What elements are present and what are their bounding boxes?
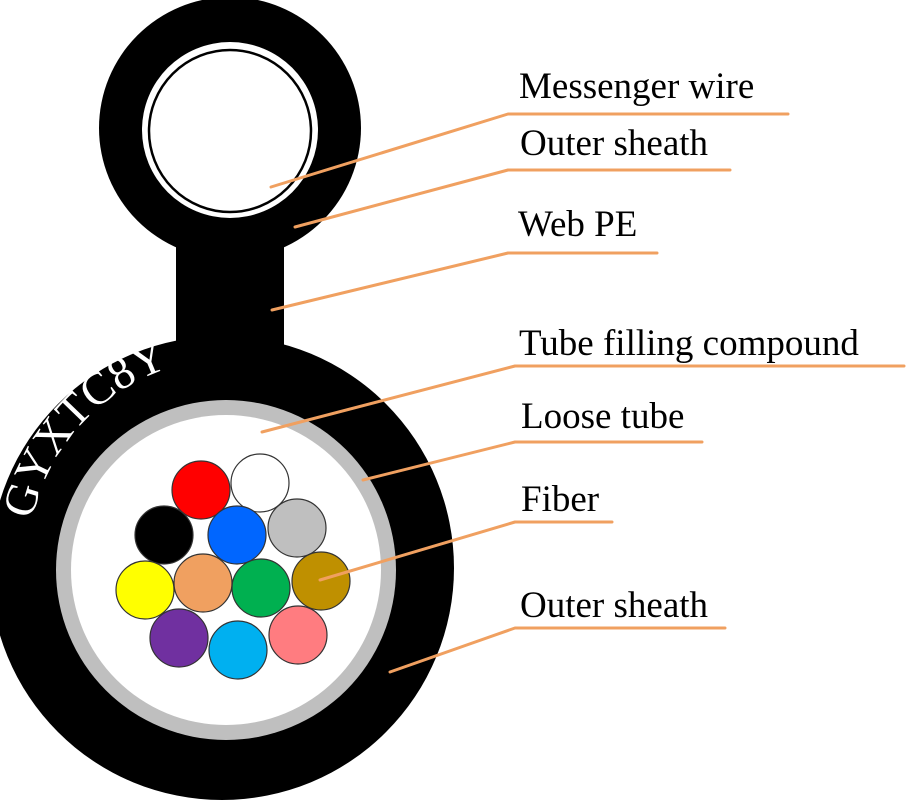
- label-outer-sheath-bottom: Outer sheath: [520, 585, 709, 626]
- leader-outer-sheath-bottom: [388, 626, 727, 674]
- fiber-blue: [207, 505, 267, 565]
- fiber-gray: [267, 498, 327, 558]
- fiber-rose: [268, 605, 328, 665]
- fiber-black: [134, 505, 194, 565]
- fiber-red: [171, 460, 231, 520]
- labels: Messenger wire Outer sheath Web PE Tube …: [518, 66, 859, 626]
- leader-web-pe: [270, 251, 659, 312]
- fiber-orange: [173, 553, 233, 613]
- label-loose-tube: Loose tube: [521, 396, 684, 437]
- leader-lines: [260, 112, 906, 674]
- fiber-white: [230, 453, 290, 513]
- label-web-pe: Web PE: [518, 204, 637, 245]
- leader-fiber: [318, 520, 614, 582]
- label-tube-filling-compound: Tube filling compound: [519, 323, 859, 364]
- fiber-yellow: [115, 560, 175, 620]
- fiber-purple: [149, 608, 209, 668]
- leader-messenger-wire: [269, 112, 790, 189]
- leader-outer-sheath-top: [293, 168, 732, 229]
- fiber-bundle: [115, 453, 351, 680]
- leader-loose-tube: [361, 440, 704, 482]
- messenger-wire-circle: [147, 48, 313, 214]
- fiber-green: [231, 558, 291, 618]
- label-fiber: Fiber: [521, 479, 599, 520]
- label-messenger-wire: Messenger wire: [519, 66, 754, 107]
- label-outer-sheath-top: Outer sheath: [520, 123, 709, 164]
- fiber-aqua: [208, 620, 268, 680]
- messenger-unit: [99, 0, 361, 259]
- leader-tube-filling-compound: [260, 364, 906, 434]
